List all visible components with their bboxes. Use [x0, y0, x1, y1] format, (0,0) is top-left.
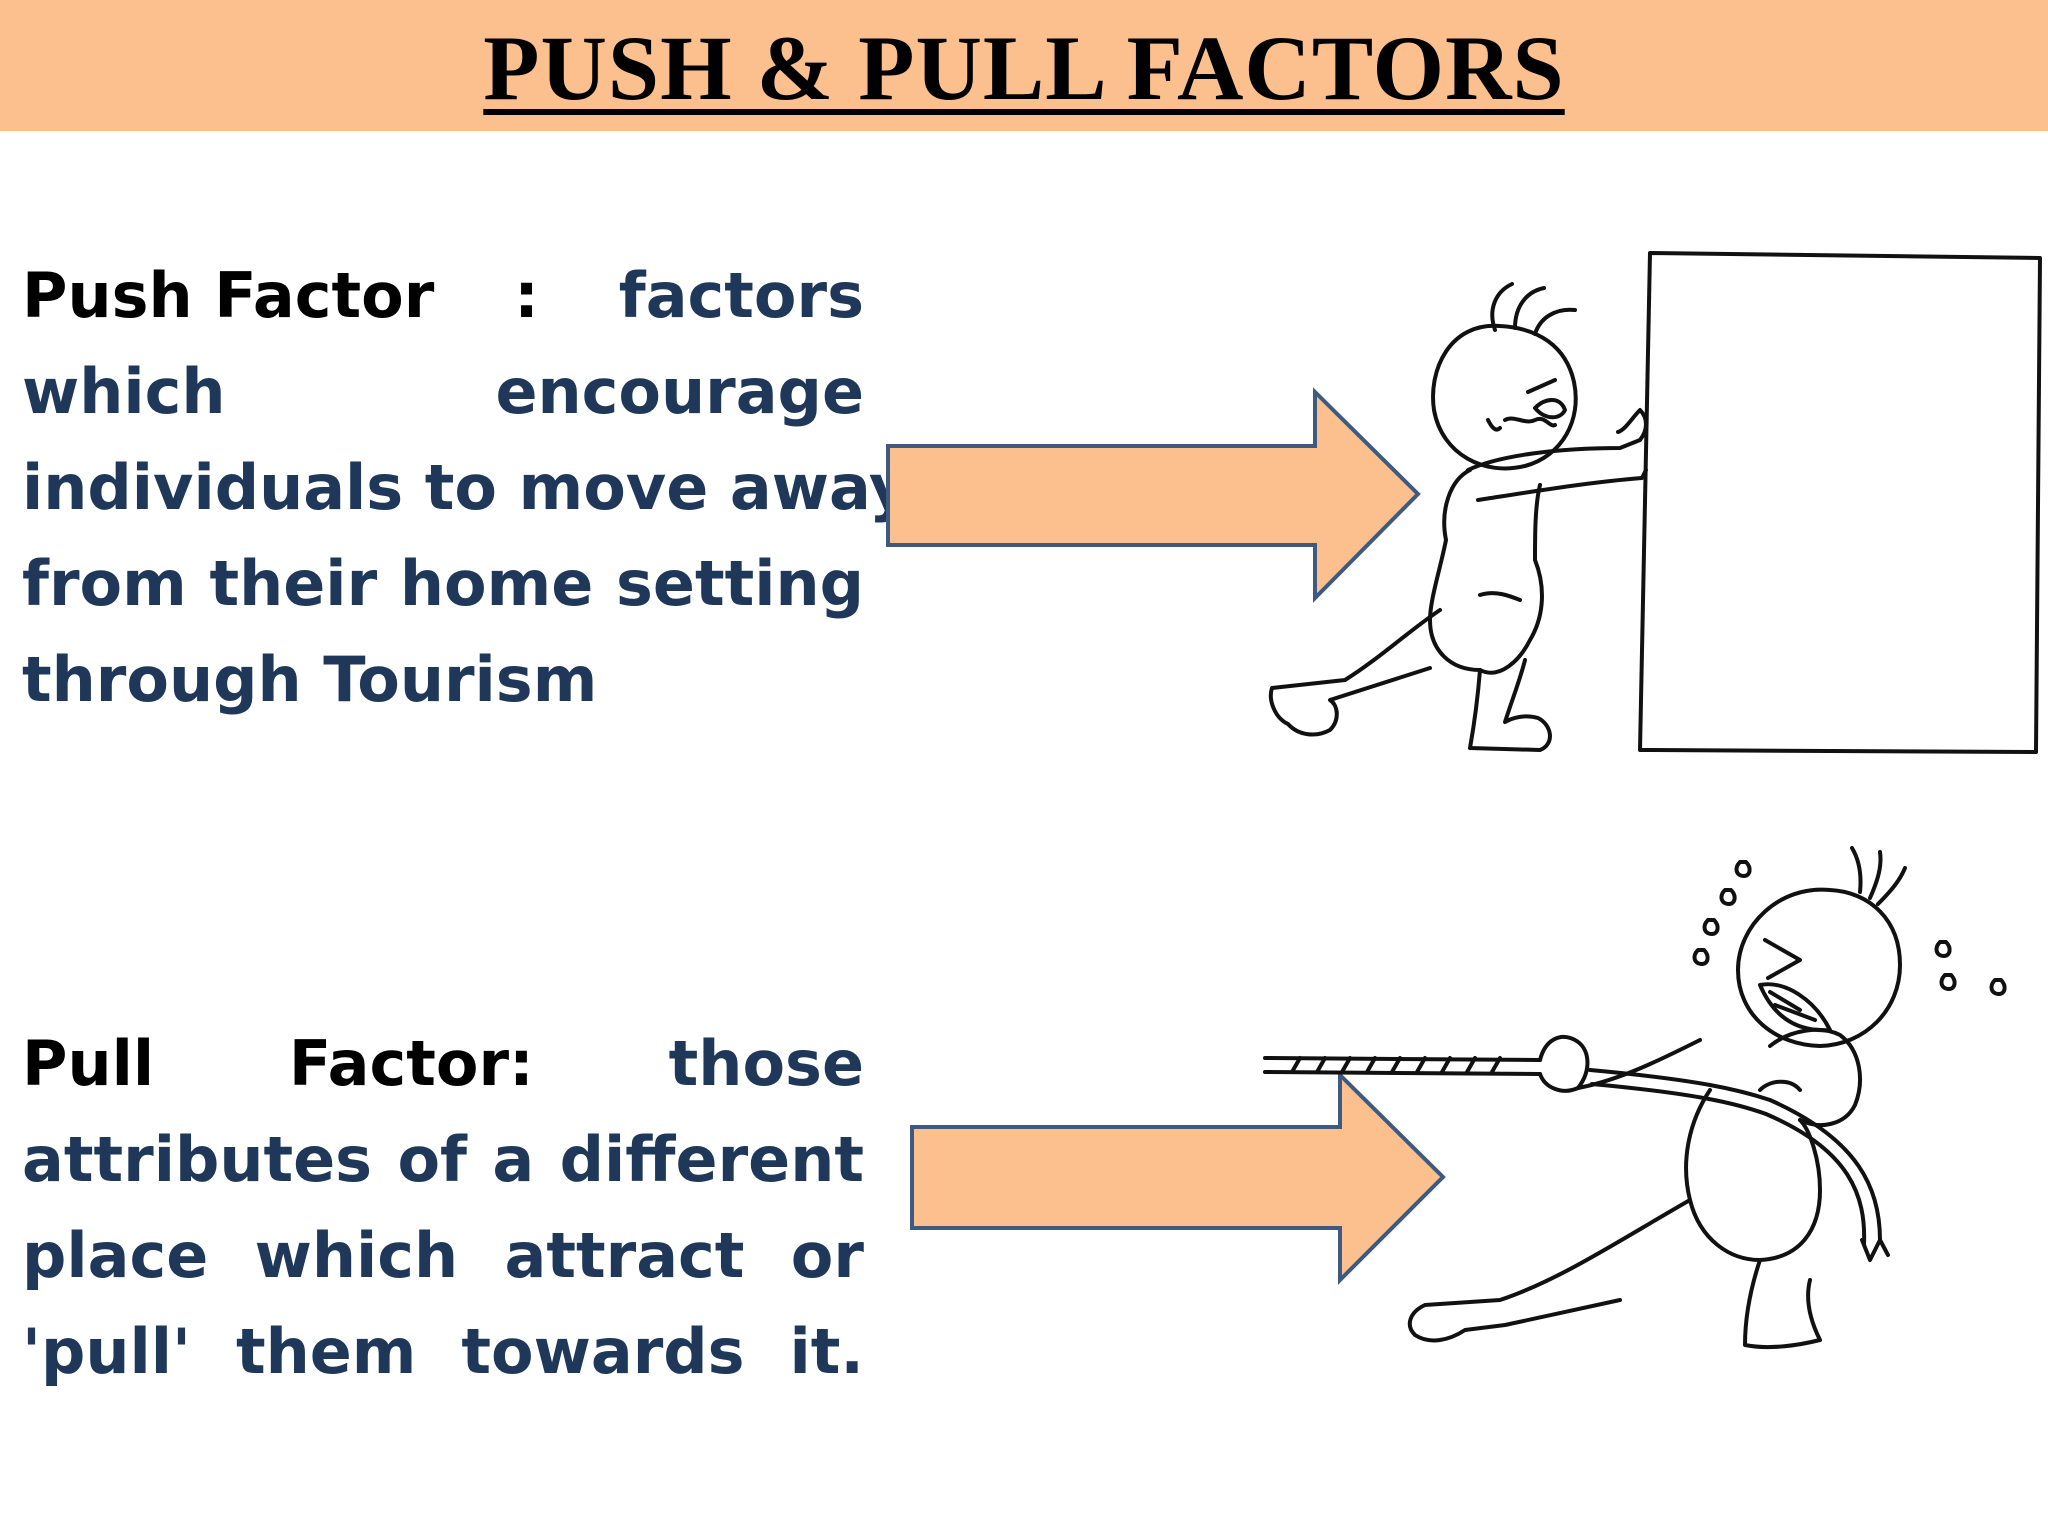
push-line-1: Push Factor : factors [22, 248, 864, 344]
push-separator: : [514, 259, 539, 332]
pull-word: of [397, 1123, 468, 1196]
push-phrase: through Tourism [22, 643, 598, 716]
push-factor-definition: Push Factor : factors which encourage in… [22, 248, 909, 728]
push-word: from [22, 547, 187, 620]
pull-word: 'pull' [22, 1315, 191, 1388]
pull-word: a [492, 1123, 535, 1196]
person-pushing-box-icon [1268, 251, 2042, 754]
pull-word: attract [504, 1219, 745, 1292]
pull-term-word: Factor: [288, 1027, 534, 1100]
pull-line-1: Pull Factor: those [22, 1016, 864, 1112]
pull-line-2: attributes of a different [22, 1112, 864, 1208]
push-term: Push Factor [22, 259, 435, 332]
pull-word: place [22, 1219, 209, 1292]
pull-word: different [559, 1123, 864, 1196]
push-word: which [22, 355, 226, 428]
pull-illustration [910, 846, 2007, 1350]
pull-word: it. [789, 1315, 864, 1388]
push-line-3: individuals to move away [22, 440, 909, 536]
title-band: PUSH & PULL FACTORS [0, 0, 2048, 131]
pull-word: those [668, 1027, 864, 1100]
push-arrow-icon [886, 387, 1421, 603]
push-word: encourage [495, 355, 864, 428]
push-line-2: which encourage [22, 344, 864, 440]
pull-word: or [790, 1219, 864, 1292]
pull-word: which [254, 1219, 459, 1292]
pull-line-4: 'pull' them towards it. [22, 1304, 864, 1400]
push-line-4: from their home setting [22, 536, 864, 632]
pull-word: towards [461, 1315, 745, 1388]
pull-word: them [235, 1315, 417, 1388]
slide-title: PUSH & PULL FACTORS [483, 16, 1565, 119]
push-word: their [209, 547, 378, 620]
push-word: home [399, 547, 594, 620]
push-phrase: individuals to move away [22, 451, 910, 524]
push-word: factors [618, 259, 864, 332]
pull-word: attributes [22, 1123, 373, 1196]
push-illustration [886, 251, 2042, 754]
pull-factor-definition: Pull Factor: those attributes of a diffe… [22, 1016, 864, 1400]
pull-term-word: Pull [22, 1027, 155, 1100]
pull-arrow-icon [910, 1070, 1446, 1285]
pull-line-3: place which attract or [22, 1208, 864, 1304]
push-word: setting [616, 547, 864, 620]
push-line-5: through Tourism [22, 632, 864, 728]
person-pulling-rope-icon [1263, 846, 2007, 1350]
